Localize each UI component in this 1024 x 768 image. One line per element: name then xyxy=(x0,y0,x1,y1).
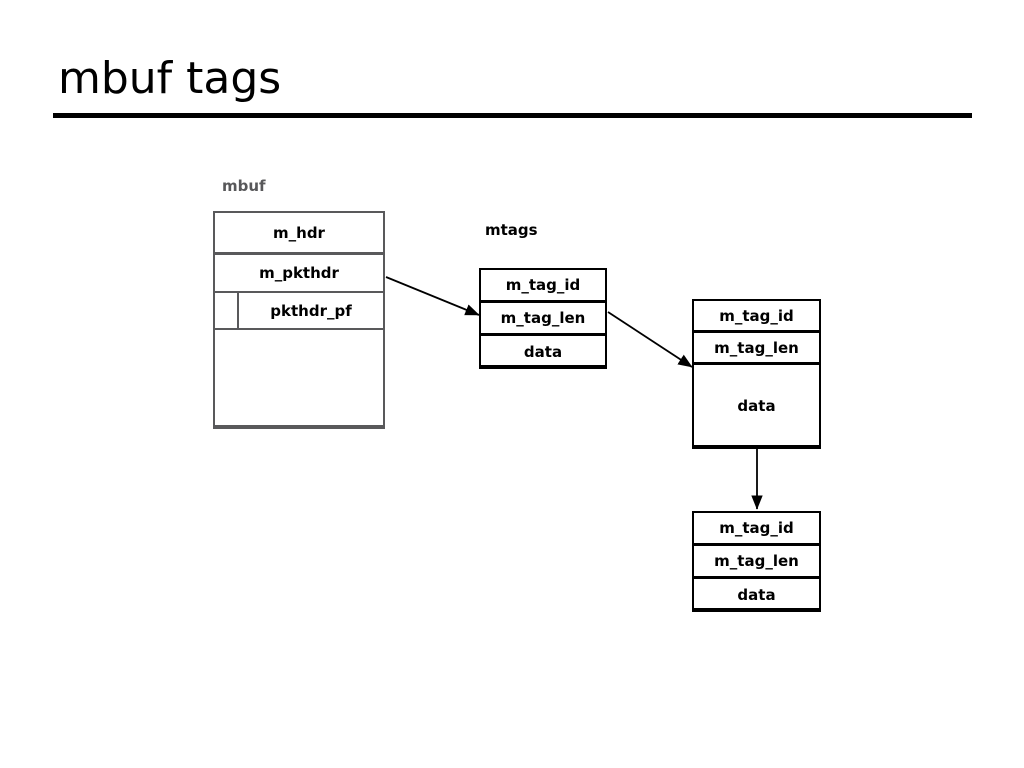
mtag-box-1: m_tag_id m_tag_len data xyxy=(479,268,607,369)
mtag-1-row-m-tag-id: m_tag_id xyxy=(479,268,607,302)
mtag-2-row-m-tag-len: m_tag_len xyxy=(692,331,821,364)
mbuf-label: mbuf xyxy=(222,177,266,195)
mbuf-row-m-pkthdr: m_pkthdr xyxy=(213,253,385,293)
mbuf-struct: m_hdr m_pkthdr pkthdr_pf xyxy=(213,211,385,429)
mbuf-row-m-hdr: m_hdr xyxy=(213,211,385,254)
mtag-2-row-m-tag-id: m_tag_id xyxy=(692,299,821,332)
mtag-2-row-data: data xyxy=(692,363,821,449)
mbuf-row-body xyxy=(213,328,385,429)
mtag-1-row-data: data xyxy=(479,334,607,369)
mtag-box-2: m_tag_id m_tag_len data xyxy=(692,299,821,449)
mtag-3-row-m-tag-id: m_tag_id xyxy=(692,511,821,545)
title-divider xyxy=(53,113,972,118)
arrow-mbuf-to-mtag1 xyxy=(385,276,480,316)
arrow-mtag1-to-mtag2 xyxy=(607,311,693,368)
mtags-label: mtags xyxy=(485,221,538,239)
page-title: mbuf tags xyxy=(58,53,282,104)
mtag-1-row-m-tag-len: m_tag_len xyxy=(479,301,607,335)
mtag-3-row-m-tag-len: m_tag_len xyxy=(692,544,821,578)
mtag-3-row-data: data xyxy=(692,577,821,612)
mbuf-row-pkthdr-pf: pkthdr_pf xyxy=(237,291,385,330)
mtag-box-3: m_tag_id m_tag_len data xyxy=(692,511,821,612)
